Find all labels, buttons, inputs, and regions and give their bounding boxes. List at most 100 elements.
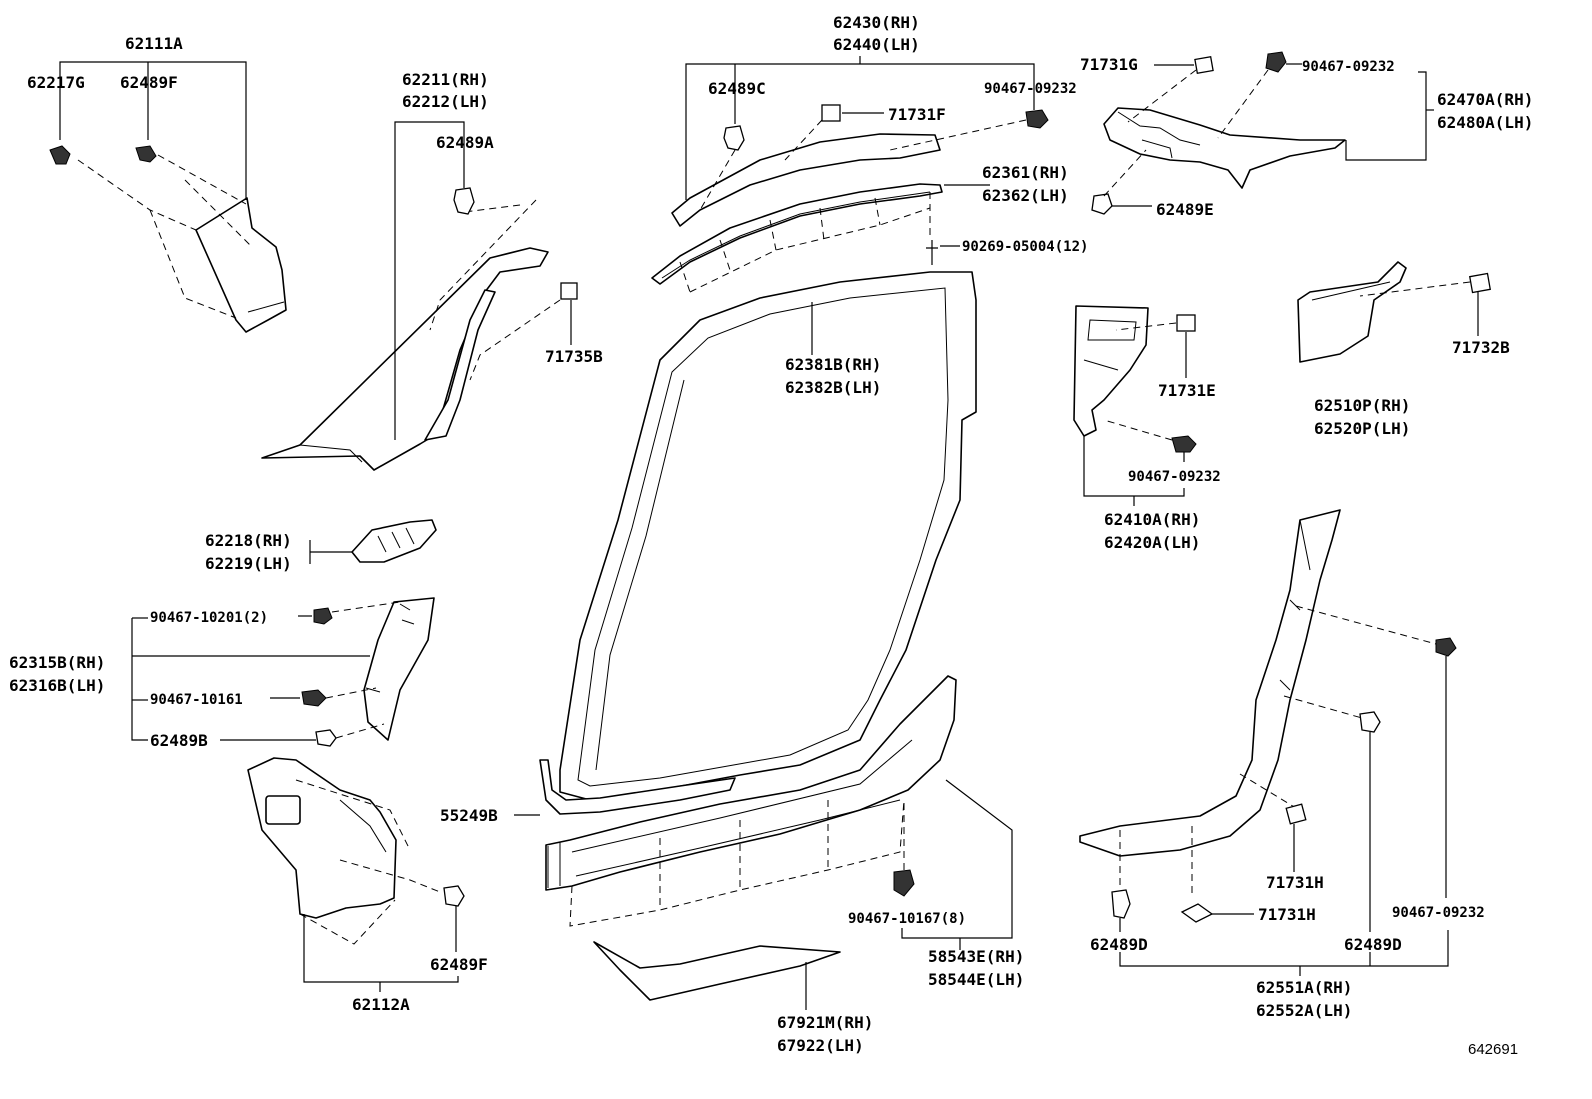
part-62430-group: 62430(RH) 62440(LH) 62489C 71731F 90467-… (651, 13, 1088, 293)
part-62381B-group: 62381B(RH) 62382B(LH) (559, 271, 977, 801)
label-62430: 62430(RH) (833, 13, 920, 32)
clip-62217G-icon (49, 145, 71, 165)
label-71731H-b: 71731H (1258, 905, 1316, 924)
part-62410A-trim[interactable] (1073, 305, 1149, 437)
label-90467-09232-b: 90467-09232 (1302, 59, 1395, 75)
screw-90269-icon (926, 240, 938, 265)
label-62361: 62361(RH) (982, 163, 1069, 182)
label-62510P: 62510P(RH) (1314, 396, 1410, 415)
label-67921M: 67921M(RH) (777, 1013, 873, 1032)
label-62219: 62219(LH) (205, 554, 292, 573)
pad-71732B-icon (1468, 272, 1492, 294)
part-58543E-scuff-plate[interactable] (545, 675, 957, 891)
label-62489D-b: 62489D (1344, 935, 1402, 954)
clip-62489A-icon (453, 187, 475, 215)
label-62211: 62211(RH) (402, 70, 489, 89)
part-62470A-group: 71731G 90467-09232 62470A(RH) 62480A(LH)… (1080, 51, 1533, 219)
clip-90467-10161-icon (301, 689, 327, 707)
label-90467-09232-a: 90467-09232 (984, 81, 1077, 97)
clip-90467-10167-icon (893, 869, 915, 897)
part-62510P-group: 71732B 62510P(RH) 62520P(LH) (1297, 261, 1510, 438)
label-90467-09232-c: 90467-09232 (1128, 469, 1221, 485)
pad-71731G-icon (1194, 55, 1214, 75)
pad-71731H-lower-icon (1180, 903, 1214, 923)
clip-62489D-left-icon (1111, 889, 1131, 919)
label-62480A: 62480A(LH) (1437, 113, 1533, 132)
label-90269-05004: 90269-05004(12) (962, 239, 1088, 255)
part-62410A-group: 71731E 90467-09232 62410A(RH) 62420A(LH) (1073, 305, 1221, 552)
label-55249B: 55249B (440, 806, 498, 825)
clip-62489E-icon (1091, 193, 1113, 215)
part-62112A-trim[interactable] (247, 757, 397, 919)
part-62430-roof-rail[interactable] (671, 133, 941, 227)
clip-62489C-icon (723, 125, 745, 151)
part-55249B-seal[interactable] (539, 759, 736, 815)
label-62410A: 62410A(RH) (1104, 510, 1200, 529)
label-71732B: 71732B (1452, 338, 1510, 357)
pad-71731F-icon (821, 104, 841, 122)
label-62489E: 62489E (1156, 200, 1214, 219)
part-62112A-group: 62489F 62112A (247, 757, 488, 1014)
label-62489C: 62489C (708, 79, 766, 98)
label-62381B: 62381B(RH) (785, 355, 881, 374)
label-62551A: 62551A(RH) (1256, 978, 1352, 997)
clip-90467-09232-c-icon (1171, 435, 1197, 453)
part-67921M-group: 67921M(RH) 67922(LH) (593, 941, 873, 1055)
label-62315B: 62315B(RH) (9, 653, 105, 672)
part-62551A-group: 71731H 71731H 90467-09232 62489D 62489D … (1079, 509, 1485, 1020)
label-62489B: 62489B (150, 731, 208, 750)
part-62551A-trim[interactable] (1079, 509, 1341, 857)
part-62218-group: 62218(RH) 62219(LH) (205, 519, 437, 573)
pad-71735B-icon (560, 282, 578, 300)
part-62315B-group: 90467-10201(2) 62315B(RH) 62316B(LH) 904… (9, 597, 435, 750)
label-62382B: 62382B(LH) (785, 378, 881, 397)
label-62316B: 62316B(LH) (9, 676, 105, 695)
label-62489A: 62489A (436, 133, 494, 152)
clip-90467-10201-icon (313, 607, 333, 625)
part-62111A-trim[interactable] (195, 197, 287, 333)
part-62111A-group: 62111A 62217G 62489F (27, 34, 287, 333)
label-71731G: 71731G (1080, 55, 1138, 74)
clip-90467-09232-a-icon (1025, 109, 1049, 129)
label-90467-10201: 90467-10201(2) (150, 610, 268, 626)
part-62218-bracket[interactable] (351, 519, 437, 563)
label-71735B: 71735B (545, 347, 603, 366)
label-62212: 62212(LH) (402, 92, 489, 111)
label-62489F-top: 62489F (120, 73, 178, 92)
pad-71731E-icon (1176, 314, 1196, 332)
label-62218: 62218(RH) (205, 531, 292, 550)
clip-62489F-bottom-icon (443, 885, 465, 907)
label-58543E: 58543E(RH) (928, 947, 1024, 966)
label-62420A: 62420A(LH) (1104, 533, 1200, 552)
label-62362: 62362(LH) (982, 186, 1069, 205)
label-71731E: 71731E (1158, 381, 1216, 400)
label-58544E: 58544E(LH) (928, 970, 1024, 989)
clip-62489D-right-icon (1359, 711, 1381, 733)
clip-62489F-icon (135, 145, 157, 163)
label-62470A: 62470A(RH) (1437, 90, 1533, 109)
part-62211-inner[interactable] (424, 289, 496, 441)
label-90467-09232-d: 90467-09232 (1392, 905, 1485, 921)
part-62470A-trim[interactable] (1103, 107, 1346, 189)
part-62510P-trim[interactable] (1297, 261, 1407, 363)
label-90467-10167: 90467-10167(8) (848, 911, 966, 927)
diagram-code: 642691 (1468, 1041, 1518, 1058)
label-62520P: 62520P(LH) (1314, 419, 1410, 438)
part-62211-pillar[interactable] (261, 247, 549, 471)
part-62315B-trim[interactable] (363, 597, 435, 741)
label-62552A: 62552A(LH) (1256, 1001, 1352, 1020)
part-67921M-protector[interactable] (593, 941, 841, 1001)
label-62489F-bottom: 62489F (430, 955, 488, 974)
label-62489D-a: 62489D (1090, 935, 1148, 954)
clip-90467-09232-b-icon (1265, 51, 1287, 73)
part-58543E-group: 55249B 90467-10167(8) 58543E(RH) 58544E(… (440, 675, 1024, 989)
label-71731F: 71731F (888, 105, 946, 124)
label-62111A: 62111A (125, 34, 183, 53)
clip-90467-09232-d-icon (1435, 637, 1457, 657)
clip-62489B-icon (315, 729, 337, 747)
label-62112A: 62112A (352, 995, 410, 1014)
pad-71731H-upper-icon (1285, 803, 1307, 825)
bracket-62111A (59, 61, 247, 200)
part-62211-group: 62211(RH) 62212(LH) 62489A 71735B (261, 70, 603, 471)
